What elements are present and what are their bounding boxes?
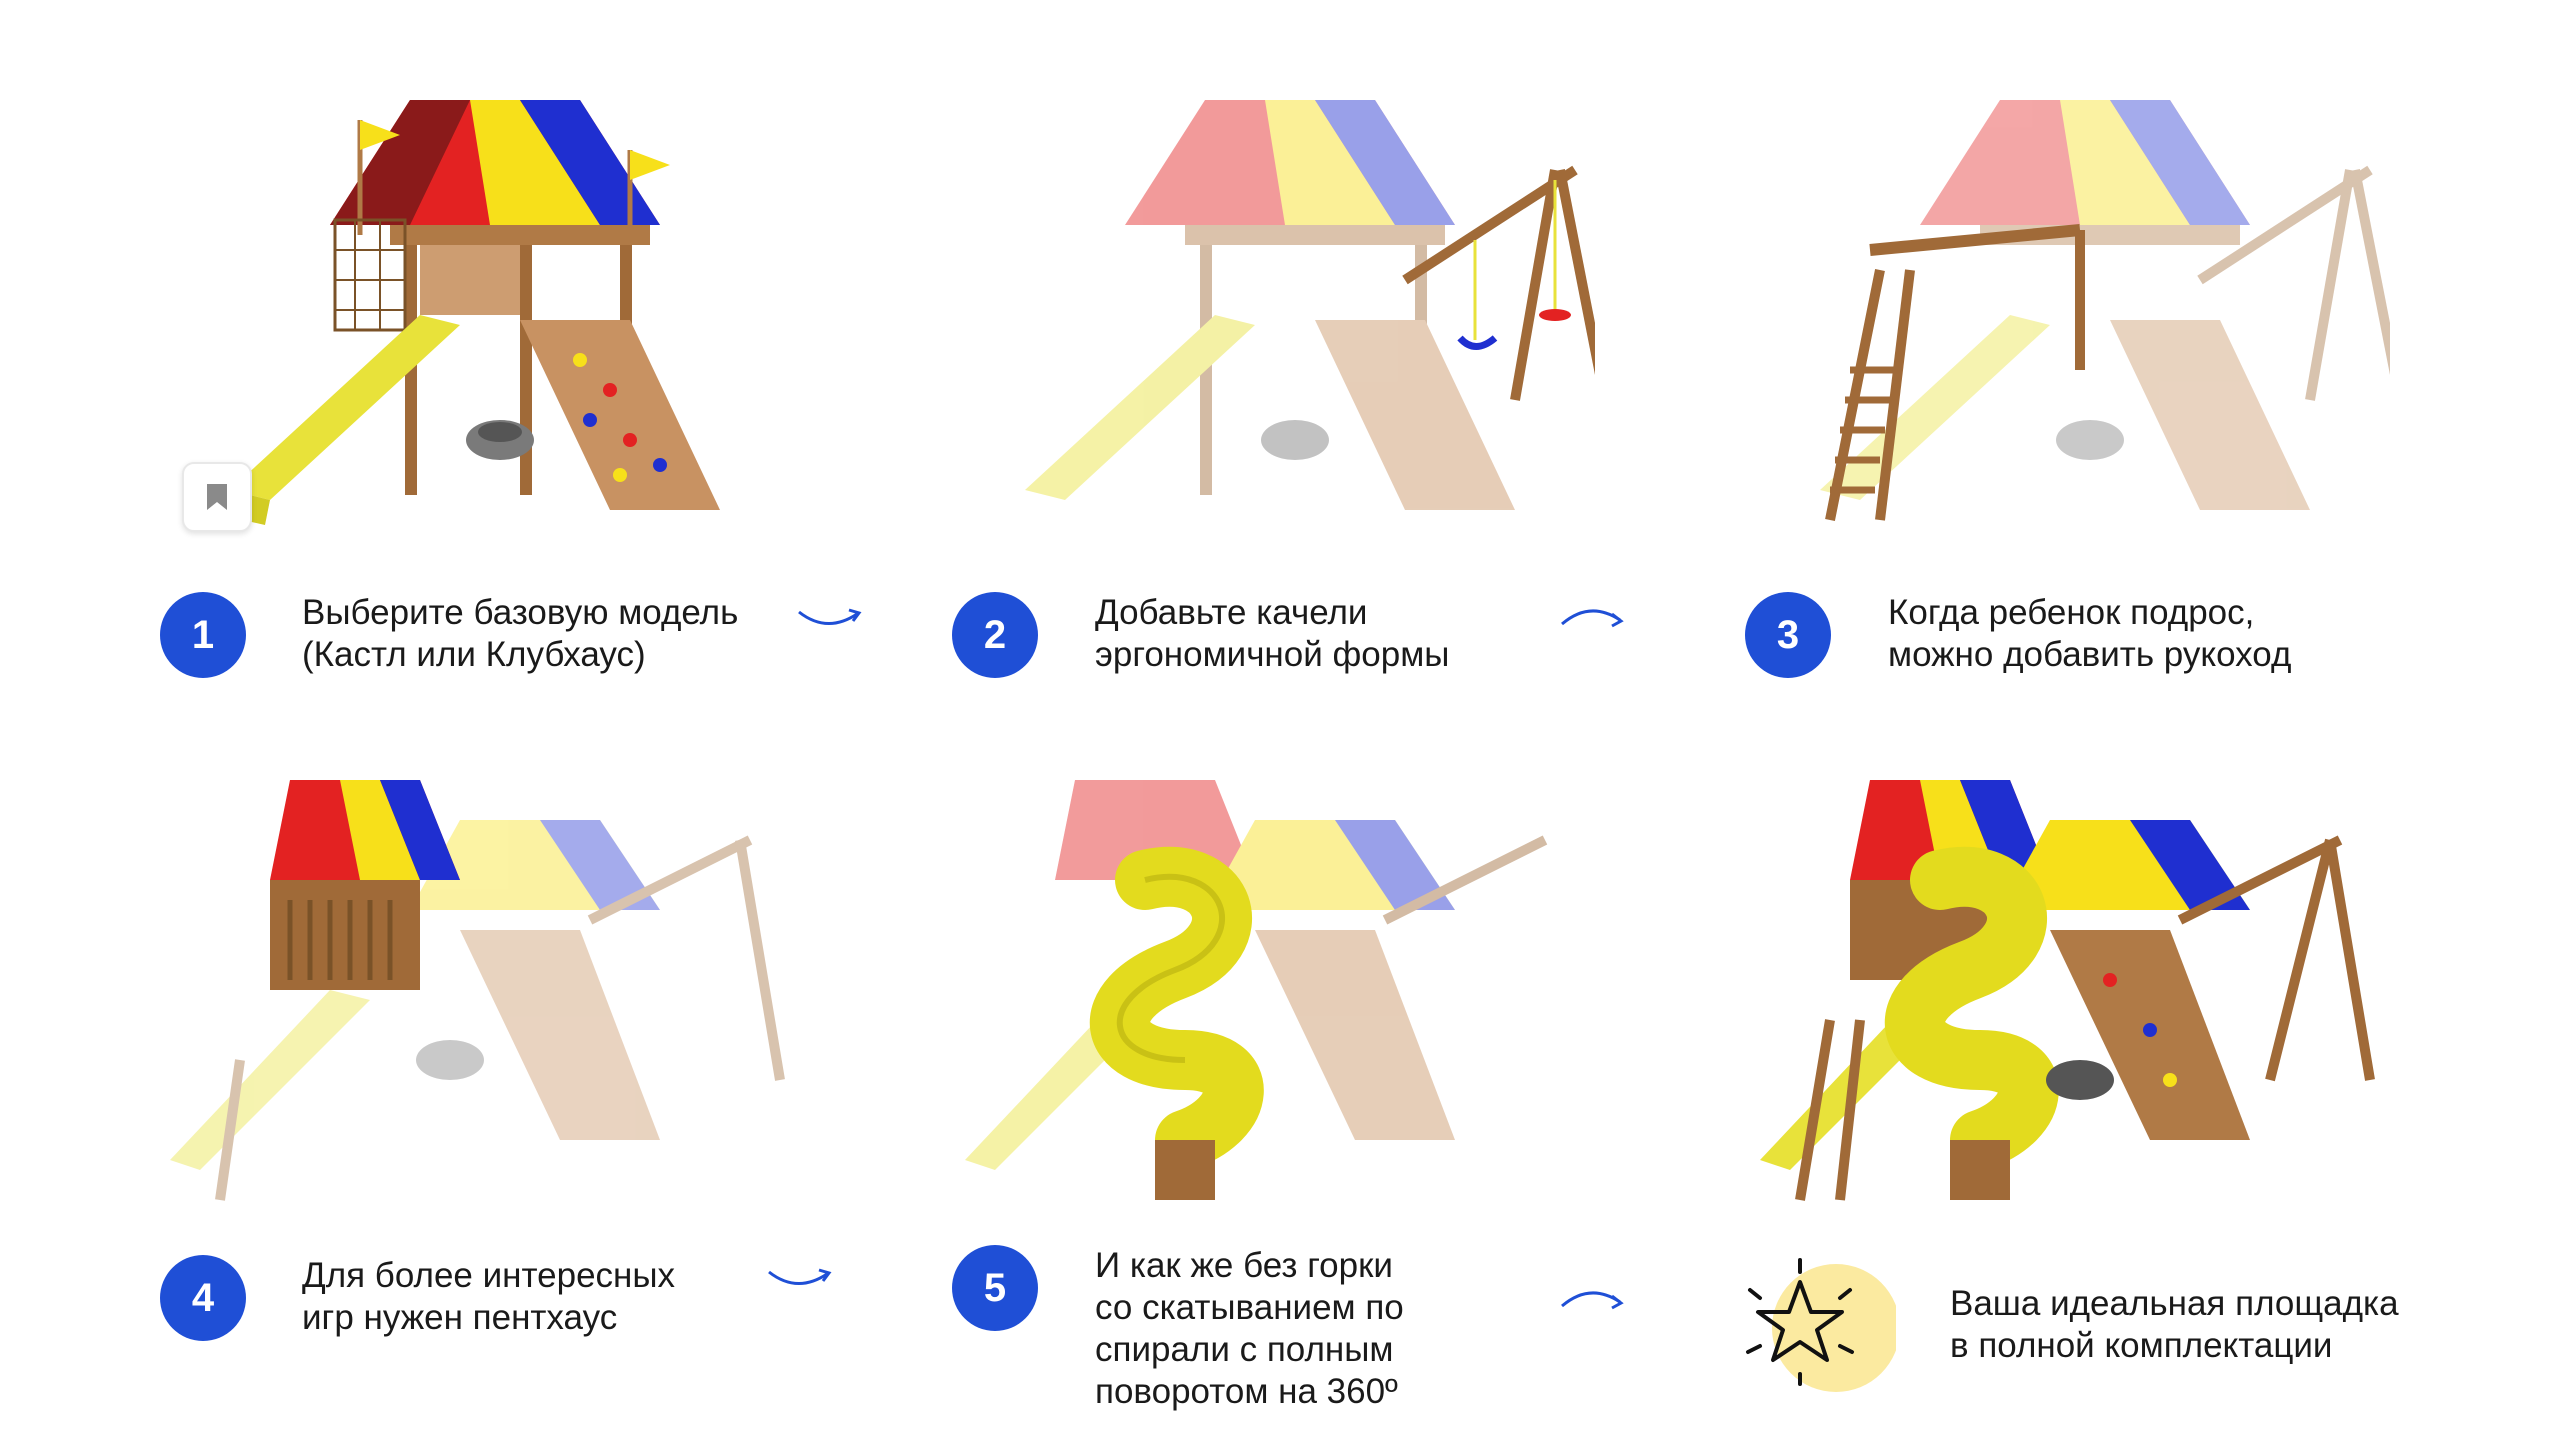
bookmark-icon [207,484,227,510]
final-line-1: Ваша идеальная площадка [1950,1284,2399,1323]
step-badge-2: 2 [952,592,1038,678]
step-text-4: Для более интересных игр нужен пентхаус [302,1255,802,1339]
step-4-line-2: игр нужен пентхаус [302,1298,618,1337]
step-text-2: Добавьте качели эргономичной формы [1095,592,1595,676]
playground-step-3-svg [1820,100,2390,521]
final-text: Ваша идеальная площадка в полной комплек… [1950,1283,2450,1367]
step-2-line-1: Добавьте качели [1095,593,1368,632]
playground-step-5-svg [965,780,1548,1200]
curved-arrow-2 [1558,598,1628,632]
playset-previous-faded [170,820,785,1201]
playground-illustration-step-1 [160,70,800,530]
step-3-line-1: Когда ребенок подрос, [1888,593,2255,632]
step-1-line-2: (Кастл или Клубхаус) [302,635,646,674]
step-badge-5: 5 [952,1245,1038,1331]
step-5-line-2: со скатыванием по [1095,1288,1404,1327]
step-2-line-2: эргономичной формы [1095,635,1450,674]
step-5-line-3: спирали с полным [1095,1330,1394,1369]
step-5-line-4: поворотом на 360º [1095,1372,1398,1411]
playground-final-svg [1760,780,2375,1201]
curved-arrow-icon [768,1268,832,1285]
step-text-1: Выберите базовую модель (Кастл или Клубх… [302,592,802,676]
playground-illustration-final [1750,760,2390,1220]
playground-illustration-step-3 [1750,70,2390,530]
curved-arrow-icon [798,608,862,625]
step-1-line-1: Выберите базовую модель [302,593,739,632]
step-text-3: Когда ребенок подрос, можно добавить рук… [1888,592,2388,676]
sparkle-star-icon [1746,1258,1900,1392]
step-badge-1: 1 [160,592,246,678]
curved-arrow-icon [1561,609,1624,628]
playset-complete [1760,780,2375,1201]
playset-with-swing-faded [1820,100,2390,510]
spiral-slide [1090,846,1264,1200]
step-4-line-1: Для более интересных [302,1256,676,1295]
swing-frame [1402,165,1595,401]
playset-base [220,100,720,525]
monkey-bars [1825,224,2085,521]
curved-arrow-3 [765,1262,835,1296]
playground-step-1-svg [220,100,720,525]
final-line-2: в полной комплектации [1950,1326,2333,1365]
playground-illustration-step-5 [955,760,1595,1220]
curved-arrow-icon [1561,1291,1624,1310]
playground-illustration-step-2 [955,70,1595,530]
step-badge-4: 4 [160,1255,246,1341]
playset-base-faded [1025,100,1515,510]
step-5-line-1: И как же без горки [1095,1246,1393,1285]
penthouse [270,780,460,990]
final-star-badge [1740,1250,1900,1406]
playground-step-4-svg [170,780,785,1201]
step-3-line-2: можно добавить рукоход [1888,635,2292,674]
curved-arrow-1 [795,602,865,636]
step-badge-3: 3 [1745,592,1831,678]
curved-arrow-4 [1558,1280,1628,1314]
bookmark-button[interactable] [182,462,252,532]
step-text-5: И как же без горки со скатыванием по спи… [1095,1245,1595,1413]
playground-step-2-svg [1025,100,1595,510]
playground-illustration-step-4 [160,760,800,1220]
